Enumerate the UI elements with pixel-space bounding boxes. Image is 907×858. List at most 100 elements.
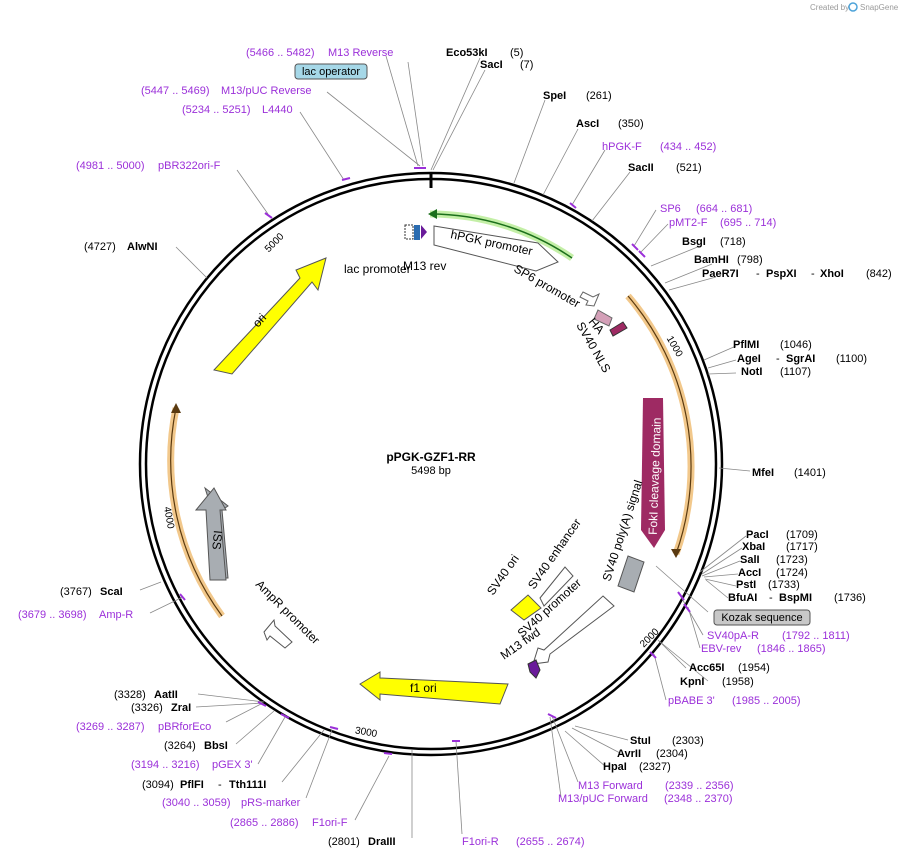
enzyme-paer7i-sep1: - xyxy=(756,268,760,280)
lac-promoter-shape xyxy=(404,224,414,240)
enzyme-avrii-pos: (2304) xyxy=(656,748,688,760)
m13-rev-shape xyxy=(421,225,427,239)
right-orange-line xyxy=(627,295,692,555)
primer-sv40pa-r: SV40pA-R xyxy=(707,630,759,642)
hpgk-line-arrowhead xyxy=(428,209,437,219)
primer-m13-reverse: M13 Reverse xyxy=(328,47,393,59)
enzyme-mfei: MfeI xyxy=(752,467,774,479)
backbone xyxy=(138,171,724,757)
enzyme-kpni: KpnI xyxy=(680,676,704,688)
primer-pbabe-3-range: (1985 .. 2005) xyxy=(732,695,801,707)
enzyme-draiii: DraIII xyxy=(368,836,396,848)
primer-prs-marker: pRS-marker xyxy=(241,797,301,809)
primer-pmt2-f-range: (695 .. 714) xyxy=(720,217,776,229)
enzyme-sali-pos: (1723) xyxy=(776,554,808,566)
primer-pbr322ori-f-range: (4981 .. 5000) xyxy=(76,160,145,172)
f1-ori-arrow xyxy=(359,671,509,705)
sv40-nls-shape xyxy=(609,321,628,337)
left-orange-arrowhead xyxy=(171,403,181,413)
primer-l4440: L4440 xyxy=(262,104,293,116)
enzyme-bfuai-sep1: - xyxy=(769,592,773,604)
enzyme-tth111i: Tth111I xyxy=(229,779,266,791)
primer-m13puc-forward-range: (2348 .. 2370) xyxy=(664,793,733,805)
primer-hpgk-f: hPGK-F xyxy=(602,141,642,153)
enzyme-xbai-pos: (1717) xyxy=(786,541,818,553)
primer-pgex3: pGEX 3' xyxy=(212,759,253,771)
enzyme-acc65i-pos: (1954) xyxy=(738,662,770,674)
sv40-promoter-arrow xyxy=(532,595,615,665)
primer-ebv-rev-range: (1846 .. 1865) xyxy=(757,643,826,655)
primer-pbrforeco: pBRforEco xyxy=(158,721,211,733)
snapgene-logo-icon xyxy=(848,2,858,12)
left-orange-line xyxy=(170,407,223,617)
enzyme-bbsi-pos: (3264) xyxy=(164,740,196,752)
enzyme-agei-sep1: - xyxy=(776,353,780,365)
enzyme-agei: AgeI xyxy=(737,353,761,365)
primer-l4440-range: (5234 .. 5251) xyxy=(182,104,251,116)
ampr-promoter-label: AmpR promoter xyxy=(253,577,323,647)
primer-pbr322ori-f: pBR322ori-F xyxy=(158,160,221,172)
enzyme-acc65i: Acc65I xyxy=(689,662,724,674)
tick-5000: 5000 xyxy=(263,231,287,255)
enzyme-spei-pos: (261) xyxy=(586,90,612,102)
enzyme-scai-pos: (3767) xyxy=(60,586,92,598)
iss-shape xyxy=(194,487,227,581)
iss-label: ISS xyxy=(209,530,225,550)
enzymes-right: Eco53kI (5) SacI (7) SpeI (261) AscI (35… xyxy=(446,47,892,773)
enzyme-noti-pos: (1107) xyxy=(780,366,811,378)
primer-m13puc-reverse-range: (5447 .. 5469) xyxy=(141,85,210,97)
enzyme-draiii-pos: (2801) xyxy=(328,836,360,848)
enzyme-paer7i: PaeR7I xyxy=(702,268,739,280)
lac-operator-box xyxy=(294,63,368,80)
enzyme-sgrai: SgrAI xyxy=(786,353,815,365)
enzyme-psti-pos: (1733) xyxy=(768,579,800,591)
primer-amp-r-range: (3679 .. 3698) xyxy=(18,609,87,621)
enzyme-acci: AccI xyxy=(738,567,761,579)
enzyme-agei-pos: (1100) xyxy=(836,353,867,365)
primer-m13-reverse-range: (5466 .. 5482) xyxy=(246,47,315,59)
enzyme-asci-pos: (350) xyxy=(618,118,644,130)
lac-promoter-label: lac promoter xyxy=(344,262,411,276)
enzyme-pflmi: PflMI xyxy=(733,339,759,351)
enzyme-zrai: ZraI xyxy=(171,702,191,714)
enzyme-alwni: AlwNI xyxy=(127,241,158,253)
credit-brand: SnapGene xyxy=(860,3,899,12)
enzyme-pflmi-pos: (1046) xyxy=(780,339,812,351)
sv40-ori-label: SV40 ori xyxy=(484,552,522,598)
primer-pbrforeco-range: (3269 .. 3287) xyxy=(76,721,145,733)
enzyme-bamhi-pos: (798) xyxy=(737,254,763,266)
enzyme-stui-pos: (2303) xyxy=(672,735,704,747)
enzymes-left: (4727) AlwNI (3767) ScaI (3328) AatII (3… xyxy=(60,241,396,848)
enzyme-pflfi-sep1: - xyxy=(218,779,222,791)
primer-m13-forward: M13 Forward xyxy=(578,780,643,792)
enzyme-paci-pos: (1709) xyxy=(786,529,818,541)
lac-operator-label: lac operator xyxy=(302,66,360,78)
enzyme-aatii: AatII xyxy=(154,689,178,701)
primer-pbabe-3: pBABE 3' xyxy=(668,695,715,707)
enzyme-psti: PstI xyxy=(736,579,756,591)
enzyme-sacii: SacII xyxy=(628,162,654,174)
kozak-sequence-box xyxy=(713,609,811,626)
enzyme-spei: SpeI xyxy=(543,90,566,102)
enzyme-paer7i-pos: (842) xyxy=(866,268,892,280)
enzyme-eco53ki-pos: (5) xyxy=(510,47,523,59)
primer-f1ori-r: F1ori-R xyxy=(462,836,499,848)
foki-label: FokI cleavage domain xyxy=(646,417,664,535)
sp6-promoter-label: SP6 promoter xyxy=(512,261,583,310)
lac-operator-shape xyxy=(414,225,420,240)
enzyme-saci-pos: (7) xyxy=(520,59,533,71)
m13-fwd-shape xyxy=(527,659,541,679)
primer-sp6: SP6 xyxy=(660,203,681,215)
enzyme-bfuai: BfuAI xyxy=(728,592,757,604)
enzyme-acci-pos: (1724) xyxy=(776,567,808,579)
primer-m13puc-forward: M13/pUC Forward xyxy=(558,793,648,805)
primer-sv40pa-r-range: (1792 .. 1811) xyxy=(782,630,850,642)
enzyme-xbai: XbaI xyxy=(742,541,765,553)
enzyme-kpni-pos: (1958) xyxy=(722,676,754,688)
primer-prs-marker-range: (3040 .. 3059) xyxy=(162,797,231,809)
hpgk-promoter-arrow xyxy=(433,225,559,272)
primers: (5466 .. 5482) M13 Reverse (5447 .. 5469… xyxy=(18,47,850,848)
enzyme-mfei-pos: (1401) xyxy=(794,467,826,479)
sv40-ori-shape xyxy=(510,594,542,621)
